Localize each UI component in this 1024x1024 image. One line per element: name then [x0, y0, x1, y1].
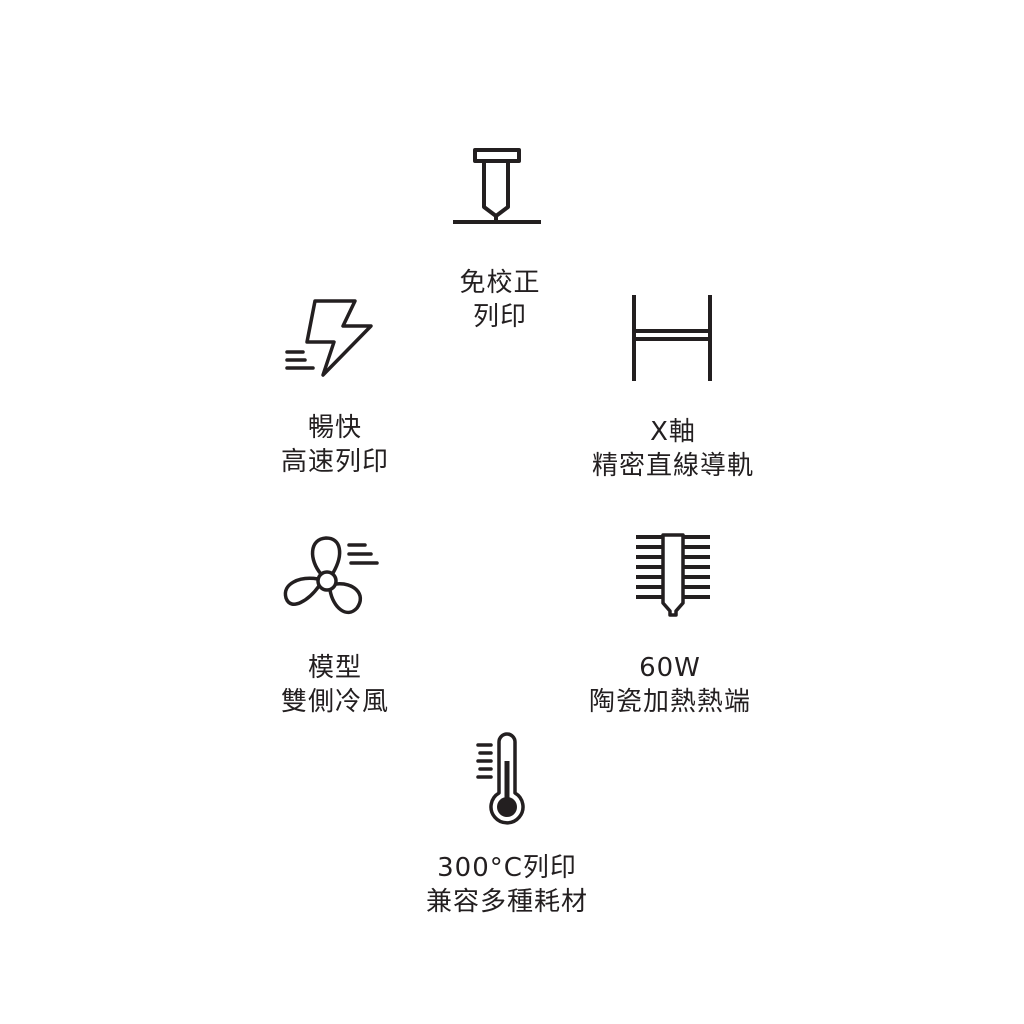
feature-label: 300°C列印 兼容多種耗材	[392, 851, 622, 919]
feature-line-2: 兼容多種耗材	[425, 887, 588, 917]
feature-line-1: 暢快	[307, 413, 362, 443]
feature-line-1: X軸	[650, 417, 696, 447]
feature-line-1: 300°C列印	[437, 853, 577, 883]
feature-line-2: 陶瓷加熱熱端	[588, 687, 751, 717]
feature-label: 模型 雙側冷風	[235, 651, 435, 719]
feature-line-1: 免校正	[459, 268, 541, 298]
feature-line-2: 雙側冷風	[280, 687, 389, 717]
feature-line-2: 列印	[472, 302, 527, 332]
nozzle-bed-icon	[453, 148, 541, 224]
feature-line-2: 精密直線導軌	[591, 451, 754, 481]
lightning-icon	[285, 299, 373, 377]
feature-label: 免校正 列印	[400, 266, 600, 334]
hotend-icon	[636, 533, 710, 617]
rail-icon	[632, 295, 712, 381]
feature-line-2: 高速列印	[280, 447, 389, 477]
feature-label: 60W 陶瓷加熱熱端	[560, 651, 780, 719]
feature-line-1: 60W	[639, 653, 701, 683]
thermometer-icon	[476, 732, 525, 825]
feature-label: X軸 精密直線導軌	[558, 415, 788, 483]
fan-icon	[283, 536, 379, 615]
feature-label: 暢快 高速列印	[235, 411, 435, 479]
feature-line-1: 模型	[307, 653, 362, 683]
